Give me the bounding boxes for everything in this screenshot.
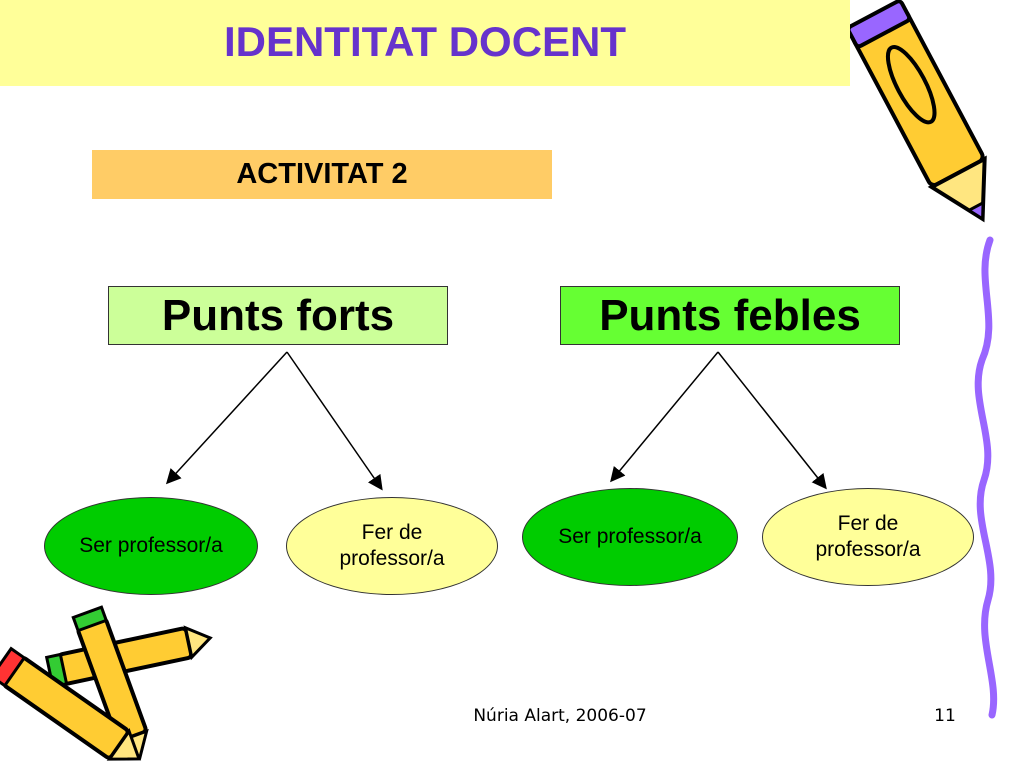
strong-points-box: Punts forts <box>108 286 448 345</box>
strong-node-fer-de-professor: Fer de professor/a <box>286 497 498 595</box>
pencil-icon-top-right <box>846 0 987 223</box>
weak-points-box: Punts febles <box>560 286 900 345</box>
arrow-strong-left <box>165 351 288 485</box>
weak-node-fer-de-professor: Fer de professor/a <box>762 488 974 586</box>
arrow-weak-right <box>717 351 827 490</box>
node-label-line2: professor/a <box>339 547 445 570</box>
node-label-line1: Fer de <box>837 511 899 535</box>
title-bar <box>0 0 850 86</box>
strong-node-ser-professor: Ser professor/a <box>44 497 258 595</box>
node-label-line2: professor/a <box>815 538 921 561</box>
activity-label: ACTIVITAT 2 <box>92 150 552 199</box>
arrow-weak-left <box>610 351 719 483</box>
footer-author: Núria Alart, 2006-07 <box>473 706 647 726</box>
page-title: IDENTITAT DOCENT <box>223 18 627 65</box>
node-label-line1: Ser professor/a <box>79 533 223 557</box>
node-label-line1: Ser professor/a <box>558 524 702 548</box>
pencils-icon-bottom-left <box>0 605 213 761</box>
node-label-line1: Fer de <box>361 520 423 544</box>
weak-node-ser-professor: Ser professor/a <box>522 488 738 586</box>
squiggle-line-right <box>974 236 998 719</box>
page-number: 11 <box>934 706 956 726</box>
arrow-strong-right <box>286 351 383 491</box>
